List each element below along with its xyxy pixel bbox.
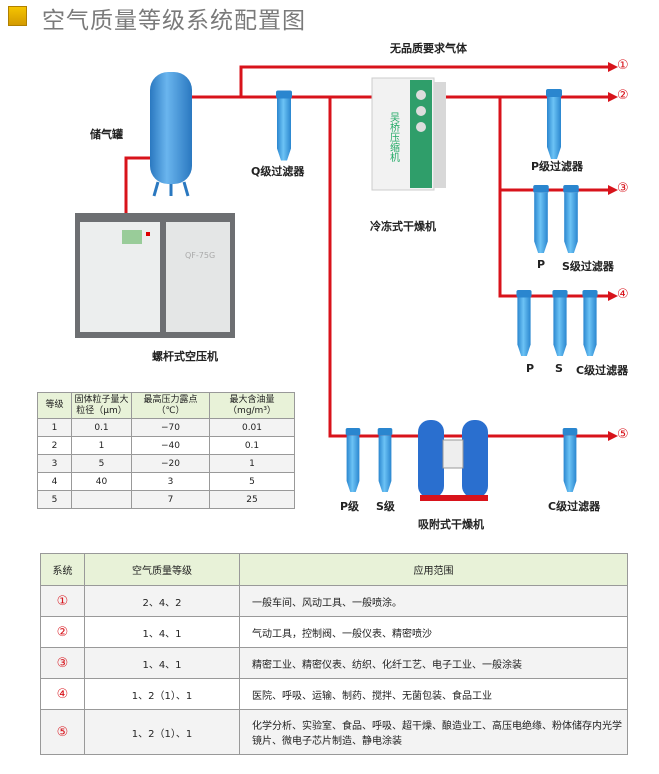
table-cell: 7 <box>131 490 210 509</box>
c-filter-4 <box>582 290 598 356</box>
table-cell: ③ <box>40 647 85 679</box>
branch5-s-label: S级 <box>376 500 395 513</box>
table-cell: 1、2（1）、1 <box>84 678 240 710</box>
header-quality: 空气质量等级 <box>84 553 240 586</box>
c-filter-label: C级过滤器 <box>548 500 601 513</box>
header-application: 应用范围 <box>239 553 628 586</box>
compressor-label: 螺杆式空压机 <box>152 350 218 363</box>
table-cell: 0.1 <box>71 418 132 437</box>
table-cell: ④ <box>40 678 85 710</box>
air-tank <box>150 72 192 197</box>
table-cell: ⑤ <box>40 709 85 755</box>
q-filter-label: Q级过滤器 <box>251 165 305 178</box>
header-grade: 等级 <box>37 392 72 419</box>
table-cell: 0.01 <box>209 418 295 437</box>
dryer-brand: 吴桥压缩机 <box>388 112 400 163</box>
pipes <box>124 65 610 438</box>
table-cell: 2 <box>37 436 72 455</box>
adsorption-dryer <box>418 420 488 501</box>
s-filter-3 <box>563 185 579 253</box>
system-diagram: QF-75G 吴桥压缩机 <box>75 62 618 501</box>
branch3-p-label: P <box>537 258 546 271</box>
header-dewpoint: 最高压力露点（℃） <box>131 392 210 419</box>
compressor-model: QF-75G <box>185 251 215 260</box>
c-filter-5 <box>562 428 578 492</box>
branch5-p-label: P级 <box>340 500 360 513</box>
table-cell: 1、2（1）、1 <box>84 709 240 755</box>
table-cell: ① <box>40 585 85 617</box>
page-title: 空气质量等级系统配置图 <box>42 8 306 34</box>
table-cell: 5 <box>37 490 72 509</box>
p-filter-label: P级过滤器 <box>531 160 584 173</box>
branch3-s-label: S级过滤器 <box>562 260 614 273</box>
table-cell: 5 <box>71 454 132 473</box>
table-cell: 2、4、2 <box>84 585 240 617</box>
output-5: ⑤ <box>617 427 629 442</box>
table-cell: −20 <box>131 454 210 473</box>
table-cell: 医院、呼吸、运输、制药、搅拌、无菌包装、食品工业 <box>239 678 628 710</box>
output-1: ① <box>617 58 629 73</box>
table-cell: 1 <box>71 436 132 455</box>
s-filter-4 <box>552 290 568 356</box>
output-3: ③ <box>617 181 629 196</box>
output-4: ④ <box>617 287 629 302</box>
arrowheads <box>608 62 618 441</box>
refrigerated-dryer <box>371 77 446 191</box>
p-filter-5 <box>345 428 361 492</box>
p-filter-4 <box>516 290 532 356</box>
table-cell: 1、4、1 <box>84 616 240 648</box>
table-cell: 1、4、1 <box>84 647 240 679</box>
branch4-p-label: P <box>526 362 535 375</box>
header-system: 系统 <box>40 553 85 586</box>
branch4-s-label: S <box>555 362 563 375</box>
q-filter <box>276 90 292 161</box>
top-line-label: 无品质要求气体 <box>390 42 467 55</box>
table-header: 等级 固体粒子量大粒径（μm） 最高压力露点（℃） 最大含油量（mg/m³） <box>37 392 295 419</box>
table-cell: 1 <box>37 418 72 437</box>
table-header: 系统 空气质量等级 应用范围 <box>40 553 628 586</box>
table-cell: 25 <box>209 490 295 509</box>
header-particle: 固体粒子量大粒径（μm） <box>71 392 132 419</box>
table-cell: −40 <box>131 436 210 455</box>
table-cell: ② <box>40 616 85 648</box>
p-filter-3 <box>533 185 549 253</box>
branch4-c-label: C级过滤器 <box>576 364 629 377</box>
output-2: ② <box>617 88 629 103</box>
table-cell: 5 <box>209 472 295 491</box>
table-cell: 3 <box>131 472 210 491</box>
screw-compressor <box>75 213 235 338</box>
fridge-dryer-label: 冷冻式干燥机 <box>370 220 436 233</box>
table-cell: 一般车间、风动工具、一般喷涂。 <box>239 585 628 617</box>
table-cell: 化学分析、实验室、食品、呼吸、超干燥、酿造业工、高压电绝缘、粉体储存内光学镜片、… <box>239 709 628 755</box>
table-cell: 精密工业、精密仪表、纺织、化纤工艺、电子工业、一般涂装 <box>239 647 628 679</box>
tank-label: 储气罐 <box>90 128 123 141</box>
title-bullet <box>8 6 27 26</box>
table-cell: 1 <box>209 454 295 473</box>
table-cell: −70 <box>131 418 210 437</box>
grade-table: 等级 固体粒子量大粒径（μm） 最高压力露点（℃） 最大含油量（mg/m³） 1… <box>37 392 295 509</box>
table-cell <box>71 490 132 509</box>
adsorption-dryer-label: 吸附式干燥机 <box>418 518 484 531</box>
table-cell: 气动工具，控制阀、一般仪表、精密喷沙 <box>239 616 628 648</box>
p-filter-2 <box>546 89 562 159</box>
s-filter-5 <box>377 428 393 492</box>
header-oil: 最大含油量（mg/m³） <box>209 392 295 419</box>
table-cell: 4 <box>37 472 72 491</box>
table-cell: 0.1 <box>209 436 295 455</box>
table-cell: 3 <box>37 454 72 473</box>
table-cell: 40 <box>71 472 132 491</box>
